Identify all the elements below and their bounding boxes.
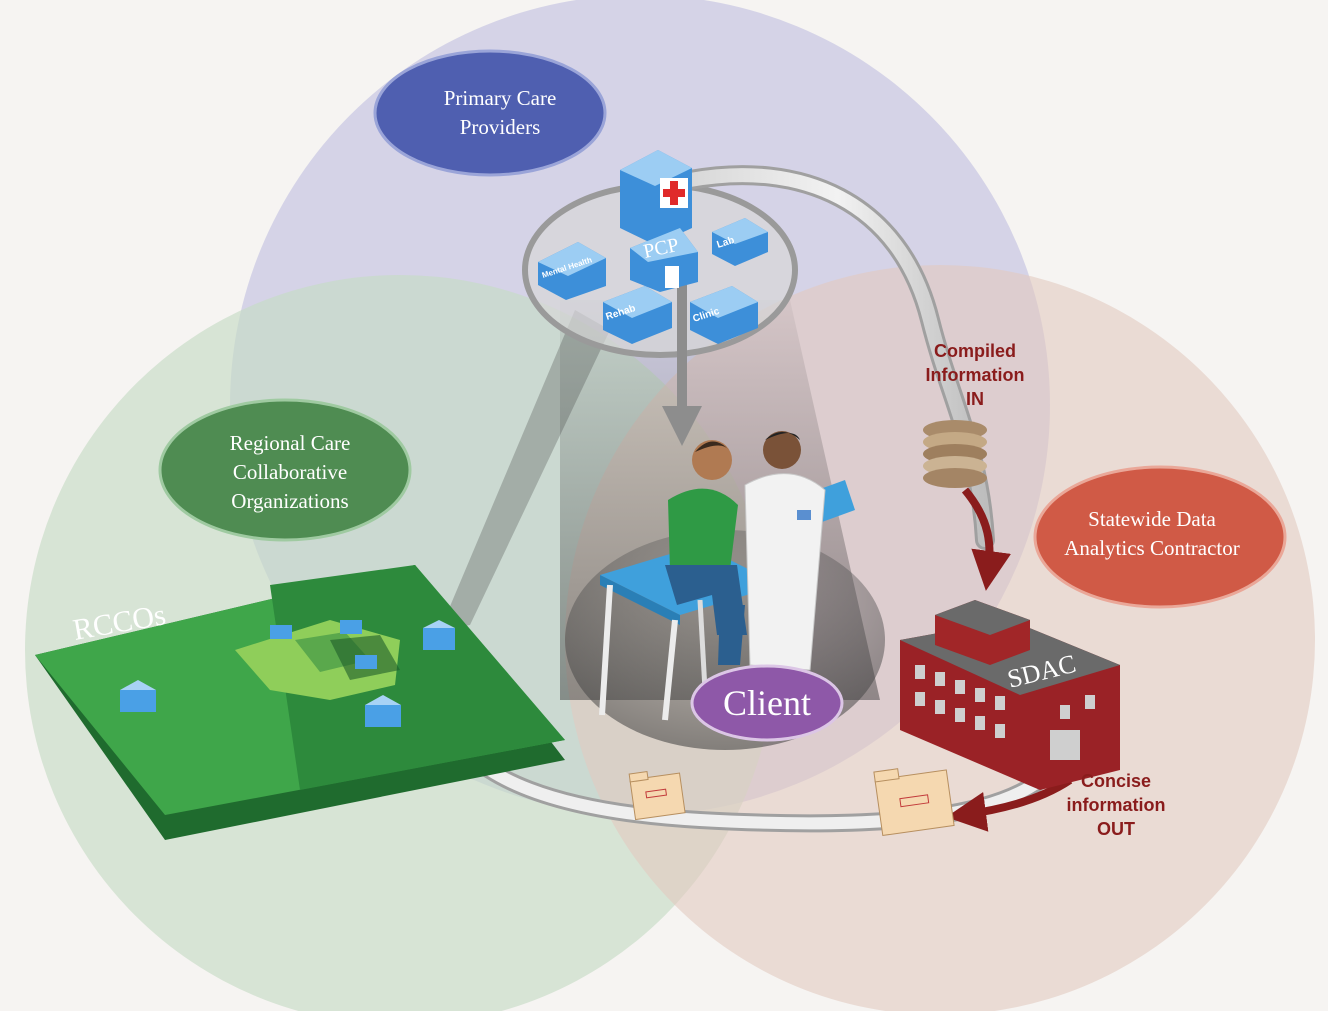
lab-label: Lab <box>716 235 736 251</box>
flow-out-line3: OUT <box>1097 819 1135 839</box>
information-out-arrow <box>946 776 1073 832</box>
rcco-title-line1: Regional Care <box>230 431 351 455</box>
folder-icon <box>873 768 955 837</box>
primary-care-title-line2: Providers <box>460 115 541 139</box>
rcco-spotlight-beam <box>440 310 610 630</box>
sdac-title-line2: Analytics Contractor <box>1064 536 1240 560</box>
rcco-map <box>35 565 565 840</box>
folder-icon <box>628 770 686 821</box>
rcco-title-line3: Organizations <box>231 489 348 513</box>
doctor-figure <box>744 431 826 671</box>
rcco-title-line2: Collaborative <box>233 460 347 484</box>
client-label: Client <box>723 683 811 723</box>
pcp-building <box>630 228 698 292</box>
flow-in-line1: Compiled <box>934 341 1016 361</box>
client-badge <box>690 664 844 742</box>
sdac-badge <box>1033 465 1287 609</box>
rcco-badge <box>158 398 412 542</box>
primary-care-title-line1: Primary Care <box>444 86 557 110</box>
compiled-information-stack <box>923 420 987 488</box>
flow-out-line1: Concise <box>1081 771 1151 791</box>
flow-out-line2: information <box>1067 795 1166 815</box>
rehab-building <box>603 286 672 344</box>
lab-building <box>712 218 768 266</box>
clinic-building <box>690 286 758 344</box>
sdac-building <box>900 600 1120 790</box>
sdac-title-line1: Statewide Data <box>1088 507 1216 531</box>
flow-in-line2: Information <box>926 365 1025 385</box>
primary-care-badge <box>373 49 607 177</box>
information-in-arrow <box>961 487 1011 591</box>
flow-in-line3: IN <box>966 389 984 409</box>
mental-health-building <box>538 242 606 300</box>
hospital-building <box>620 150 692 245</box>
patient-figure <box>665 440 747 665</box>
